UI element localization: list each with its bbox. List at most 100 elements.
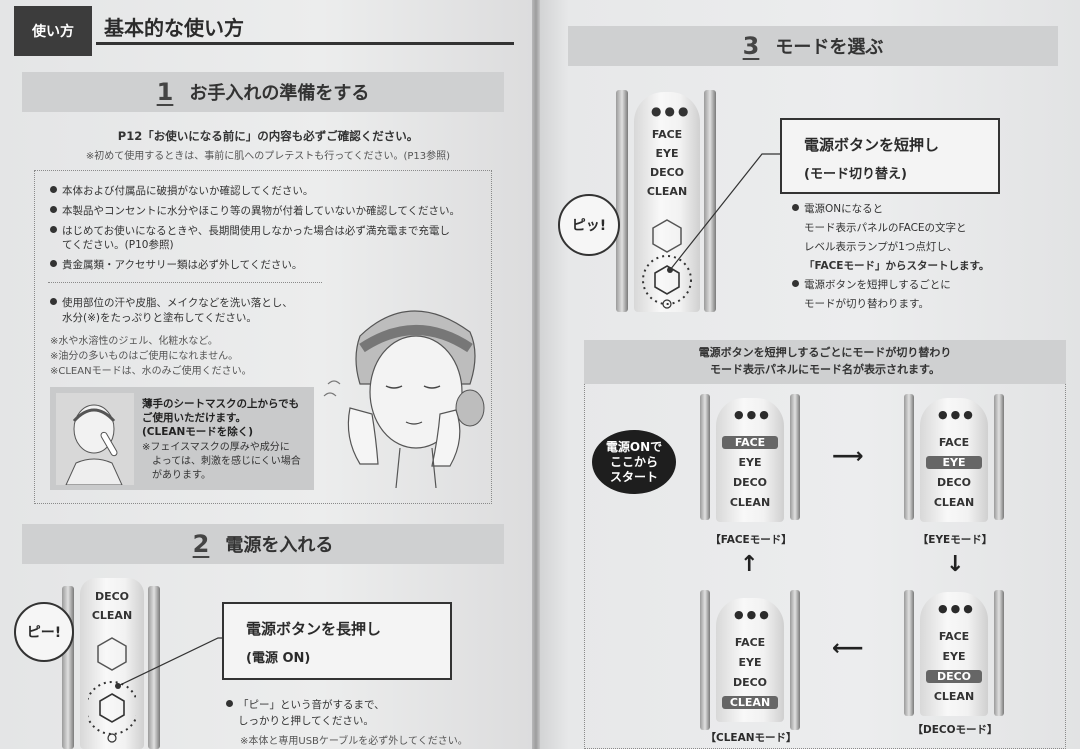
beep-bubble: ピッ! <box>558 194 620 256</box>
wash-instruction-cont: 水分(※)をたっぷりと塗布してください。 <box>62 312 257 324</box>
mode-label: FACE <box>651 128 683 141</box>
beep-instruction: 「ピー」という音がするまで、 <box>226 698 385 712</box>
step2-number: 2 <box>192 530 210 558</box>
mode-switch-description: 電源ボタンを短押しするごとに モードが切り替わります。 <box>792 276 951 314</box>
level-lamps: ●●● <box>734 408 772 421</box>
step2-title: 電源を入れる <box>225 535 334 556</box>
leader-line <box>667 153 786 273</box>
mode-label-active: FACE <box>722 436 778 449</box>
step1-note-sub: ※初めて使用するときは、事前に肌へのプレテストも行ってください。(P13参照) <box>85 151 451 162</box>
mode-label-active: DECO <box>926 670 982 683</box>
footnote: ※CLEANモードは、水のみご使用ください。 <box>50 366 252 377</box>
step1-note-main: P12「お使いになる前に」の内容も必ずご確認ください。 <box>117 129 419 143</box>
mode-label: DECO <box>732 476 768 489</box>
face-mode-device: ●●● FACE EYE DECO CLEAN <box>716 398 784 522</box>
bullet-item: 本体および付属品に破損がないか確認してください。 <box>50 184 313 198</box>
start-bubble: 電源ONで ここから スタート <box>592 430 676 494</box>
level-lamps: ●●● <box>651 104 692 118</box>
bullet-item: 本製品やコンセントに水分やほこり等の異物が付着していないか確認してください。 <box>50 204 460 218</box>
deco-mode-device: ●●● FACE EYE DECO CLEAN <box>920 592 988 716</box>
mode-label: DECO <box>649 166 685 179</box>
beep-instruction-cont: しっかりと押してください。 <box>238 715 374 727</box>
device-rail-left <box>616 90 628 312</box>
precaution-box <box>34 170 492 504</box>
mode-caption: 【DECOモード】 <box>912 724 998 736</box>
device-rail <box>904 394 914 520</box>
device-body: DECO CLEAN <box>80 578 144 749</box>
mode-label-active: CLEAN <box>722 696 778 709</box>
bullet-item: 貴金属類・アクセサリー類は必ず外してください。 <box>50 258 302 272</box>
mode-label-active: EYE <box>926 456 982 469</box>
short-press-callout: 電源ボタンを短押し (モード切り替え) <box>780 118 1000 194</box>
mode-label: CLEAN <box>91 609 133 622</box>
mode-flow-header: 電源ボタンを短押しするごとにモードが切り替わり モード表示パネルにモード名が表示… <box>584 340 1066 384</box>
mode-label: CLEAN <box>729 496 771 509</box>
device-body: ●●● FACE EYE DECO CLEAN <box>634 92 700 312</box>
separator <box>48 282 322 283</box>
arrow-down-icon: ↓ <box>946 552 965 577</box>
mask-illustration <box>56 393 134 485</box>
step1-title: お手入れの準備をする <box>189 83 370 104</box>
level-lamps: ●●● <box>938 602 976 615</box>
arrow-up-icon: ↑ <box>740 552 759 577</box>
level-lamps: ●●● <box>938 408 976 421</box>
device-rail-right <box>704 90 716 312</box>
mode-label: CLEAN <box>933 496 975 509</box>
device-rail <box>790 394 800 520</box>
power-on-description: 電源ONになると モード表示パネルのFACEの文字と レベル表示ランプが1つ点灯… <box>792 200 989 276</box>
wash-instruction: 使用部位の汗や皮脂、メイクなどを洗い落とし、 <box>50 296 293 310</box>
step1-header: 1 お手入れの準備をする <box>22 72 504 112</box>
beep-bubble: ピー! <box>14 602 74 662</box>
footnote: ※油分の多いものはご使用になれません。 <box>50 351 239 362</box>
mode-label: FACE <box>938 436 970 449</box>
mode-label: FACE <box>938 630 970 643</box>
device-rail <box>700 394 710 520</box>
device-rail-right <box>148 586 160 749</box>
mode-caption: 【EYEモード】 <box>917 534 993 546</box>
device-rail <box>994 590 1004 716</box>
mode-label: DECO <box>936 476 972 489</box>
mode-label: DECO <box>94 590 130 603</box>
power-button-graphic <box>642 219 692 309</box>
step3-header: 3 モードを選ぶ <box>568 26 1058 66</box>
bullet-item-cont: てください。(P10参照) <box>62 239 174 251</box>
leader-line <box>115 637 230 689</box>
power-button-graphic <box>88 637 136 743</box>
step1-number: 1 <box>156 78 174 106</box>
left-page: 使い方 基本的な使い方 1 お手入れの準備をする P12「お使いになる前に」の内… <box>0 0 536 749</box>
book-spine <box>532 0 540 749</box>
arrow-left-icon: ⟵ <box>832 636 864 661</box>
cable-note: ※本体と専用USBケーブルを必ず外してください。 <box>240 736 468 747</box>
mode-label: EYE <box>738 456 762 469</box>
device-rail <box>700 590 710 730</box>
step3-title: モードを選ぶ <box>775 37 884 58</box>
step2-header: 2 電源を入れる <box>22 524 504 564</box>
clean-mode-device: ●●● FACE EYE DECO CLEAN <box>716 598 784 722</box>
mode-label: DECO <box>732 676 768 689</box>
right-page: 3 モードを選ぶ ●●● FACE EYE DECO CLEAN ピッ! 電源ボ… <box>536 0 1080 749</box>
section-tag: 使い方 <box>14 6 92 56</box>
step3-number: 3 <box>742 32 760 60</box>
mode-label: CLEAN <box>646 185 688 198</box>
eye-mode-device: ●●● FACE EYE DECO CLEAN <box>920 398 988 522</box>
woman-face-illustration <box>323 310 485 488</box>
arrow-right-icon: ⟶ <box>832 444 864 469</box>
mode-label: EYE <box>738 656 762 669</box>
mode-caption: 【CLEANモード】 <box>705 732 797 744</box>
mode-label: EYE <box>942 650 966 663</box>
mask-note: ※フェイスマスクの厚みや成分に よっては、刺激を感じにくい場合 があります。 <box>142 442 301 481</box>
level-lamps: ●●● <box>734 608 772 621</box>
mode-label: CLEAN <box>933 690 975 703</box>
mode-label: EYE <box>655 147 679 160</box>
title-divider <box>96 42 514 45</box>
page-title: 基本的な使い方 <box>104 16 244 40</box>
mode-label: FACE <box>734 636 766 649</box>
bullet-item: はじめてお使いになるときや、長期間使用しなかった場合は必ず満充電まで充電し <box>50 224 450 238</box>
mode-caption: 【FACEモード】 <box>710 534 792 546</box>
long-press-callout: 電源ボタンを長押し (電源 ON) <box>222 602 452 680</box>
device-rail <box>790 590 800 730</box>
footnote: ※水や水溶性のジェル、化粧水など。 <box>50 336 218 347</box>
sheet-mask-box: 薄手のシートマスクの上からでも ご使用いただけます。 (CLEANモードを除く)… <box>50 387 314 490</box>
device-rail <box>904 590 914 716</box>
mask-text: 薄手のシートマスクの上からでも ご使用いただけます。 (CLEANモードを除く) <box>142 398 300 438</box>
